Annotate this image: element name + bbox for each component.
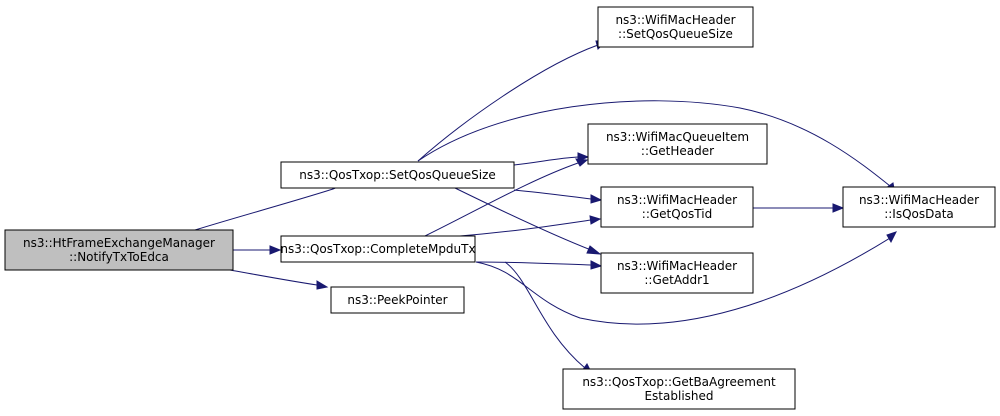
edge-arrowhead: [832, 203, 845, 213]
node-box[interactable]: [597, 6, 754, 48]
node-label: ns3::QosTxop::CompleteMpduTx: [280, 242, 475, 256]
edge-line: [504, 261, 586, 369]
edge-line: [424, 162, 579, 237]
node-box[interactable]: [330, 286, 465, 314]
node-box[interactable]: [280, 161, 515, 189]
nodes-layer: ns3::HtFrameExchangeManager::NotifyTxToE…: [4, 6, 996, 410]
edge-arrowhead: [589, 215, 602, 225]
edge-line: [513, 189, 592, 200]
node-label: ns3::HtFrameExchangeManager: [23, 236, 215, 250]
node-label: ns3::WifiMacHeader: [615, 13, 735, 27]
edge-arrowhead: [269, 245, 282, 255]
node-label: ns3::WifiMacHeader: [617, 193, 737, 207]
edge-arrowhead: [575, 158, 589, 167]
node-label: ::GetQosTid: [642, 207, 712, 221]
node-label: ::GetHeader: [641, 144, 714, 158]
node-gettid[interactable]: ns3::WifiMacHeader::GetQosTid: [600, 186, 754, 228]
node-getaddr[interactable]: ns3::WifiMacHeader::GetAddr1: [600, 252, 754, 294]
node-box[interactable]: [600, 252, 754, 294]
edge-line: [417, 100, 891, 187]
node-label: ns3::PeekPointer: [347, 293, 447, 307]
node-label: ::GetAddr1: [644, 273, 709, 287]
edge-line: [475, 237, 891, 325]
edge-line: [459, 219, 592, 237]
node-label: ::NotifyTxToEdca: [69, 250, 169, 264]
edge-complete-to-gethdr: [424, 158, 589, 237]
node-box[interactable]: [600, 186, 754, 228]
edge-line: [194, 188, 334, 231]
node-peek[interactable]: ns3::PeekPointer: [330, 286, 465, 314]
edge-complete-to-isqos: [475, 231, 897, 325]
edge-arrowhead: [586, 245, 602, 255]
node-label: ::SetQosQueueSize: [618, 27, 733, 41]
node-label: ns3::WifiMacHeader: [859, 193, 979, 207]
node-label: Established: [644, 389, 713, 403]
edge-arrowhead: [590, 194, 603, 204]
edges-layer: [194, 40, 897, 375]
node-setqos[interactable]: ns3::QosTxop::SetQosQueueSize: [280, 161, 515, 189]
node-complete[interactable]: ns3::QosTxop::CompleteMpduTx: [280, 235, 476, 263]
node-label: ns3::WifiMacQueueItem: [606, 130, 749, 144]
node-gethdr[interactable]: ns3::WifiMacQueueItem::GetHeader: [587, 123, 768, 165]
edge-setqos-to-gettid: [513, 189, 603, 204]
node-label: ns3::QosTxop::GetBaAgreement: [582, 375, 776, 389]
edge-arrowhead: [886, 231, 897, 244]
edge-gettid-to-isqos: [753, 203, 845, 213]
edge-setqos-to-hdr_setqs: [417, 40, 608, 162]
edge-notify-to-peek: [229, 269, 329, 290]
node-hdr_setqs[interactable]: ns3::WifiMacHeader::SetQosQueueSize: [597, 6, 754, 48]
node-box[interactable]: [587, 123, 768, 165]
node-box[interactable]: [280, 235, 476, 263]
edge-complete-to-getaddr: [475, 260, 603, 270]
node-label: ns3::QosTxop::SetQosQueueSize: [299, 168, 496, 182]
edge-complete-to-gettid: [459, 215, 602, 237]
edge-line: [229, 269, 318, 286]
edge-arrowhead: [590, 260, 603, 270]
node-box[interactable]: [562, 368, 796, 410]
edge-line: [475, 261, 592, 266]
node-box[interactable]: [4, 229, 234, 271]
edge-arrowhead: [316, 280, 329, 290]
edge-line: [417, 44, 599, 162]
edge-notify-to-complete: [233, 245, 282, 255]
edge-line: [513, 156, 579, 166]
node-isqos[interactable]: ns3::WifiMacHeader::IsQosData: [842, 186, 996, 228]
node-notify[interactable]: ns3::HtFrameExchangeManager::NotifyTxToE…: [4, 229, 234, 271]
edge-line: [454, 187, 592, 251]
node-label: ::IsQosData: [884, 207, 954, 221]
node-label: ns3::WifiMacHeader: [617, 259, 737, 273]
edge-notify-to-setqos: [194, 185, 341, 231]
node-box[interactable]: [842, 186, 996, 228]
edge-setqos-to-getaddr: [454, 187, 602, 255]
